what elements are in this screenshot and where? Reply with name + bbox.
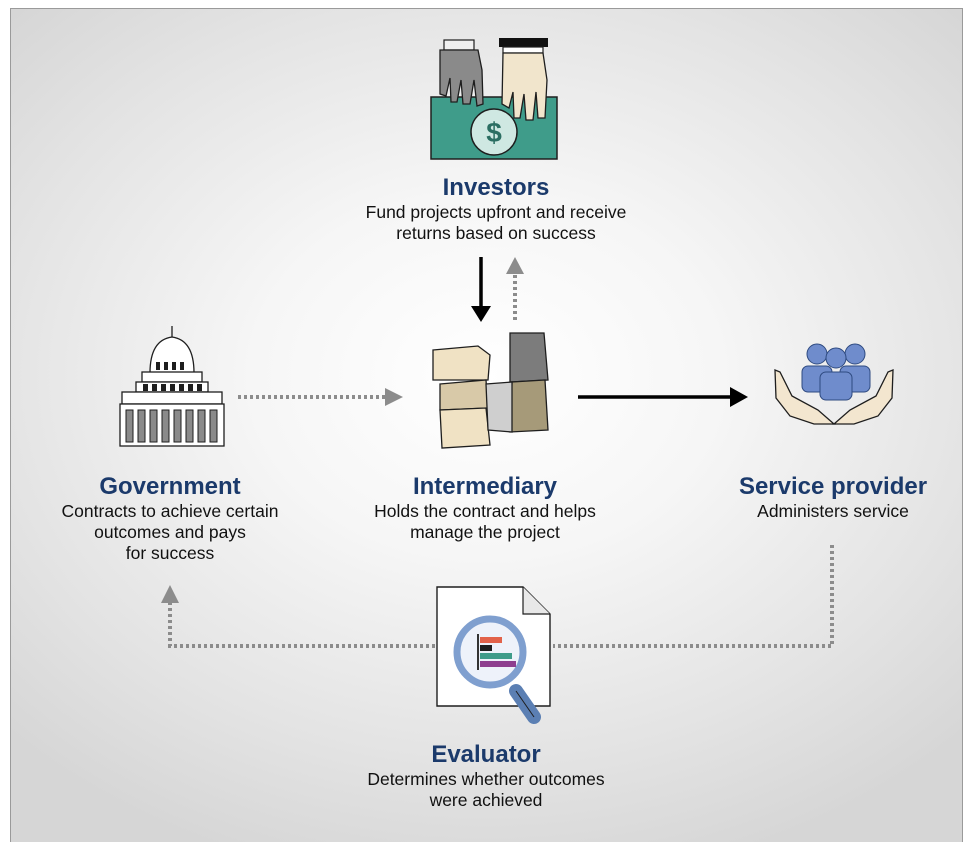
money-handoff-icon: $ [430, 38, 558, 160]
government-title: Government [99, 473, 241, 500]
investors-description: Fund projects upfront and receive return… [365, 202, 627, 243]
intermediary-description: Holds the contract and helps manage the … [374, 501, 596, 542]
arrow-intermediary-to-service-provider [578, 387, 748, 407]
service-provider-node: Service provider Administers service [705, 473, 961, 522]
intermediary-node: Intermediary Holds the contract and help… [335, 473, 635, 543]
government-node: Government Contracts to achieve certain … [20, 473, 320, 564]
joined-hands-icon [432, 332, 549, 449]
report-magnifier-icon [436, 586, 551, 724]
capitol-building-icon [119, 326, 225, 447]
arrow-government-to-intermediary [238, 388, 403, 406]
arrow-service-provider-to-government [161, 545, 834, 648]
investors-title: Investors [442, 174, 550, 201]
evaluator-description: Determines whether outcomes were achieve… [367, 769, 605, 810]
arrow-investors-to-intermediary [471, 257, 491, 322]
government-description: Contracts to achieve certain outcomes an… [61, 501, 279, 563]
service-provider-description: Administers service [757, 501, 909, 521]
arrow-intermediary-to-investors [506, 257, 524, 320]
people-in-hands-icon [774, 343, 894, 425]
evaluator-node: Evaluator Determines whether outcomes we… [336, 741, 636, 811]
service-provider-title: Service provider [738, 473, 928, 500]
svg-text:$: $ [486, 117, 502, 148]
investors-node: Investors Fund projects upfront and rece… [296, 174, 696, 244]
intermediary-title: Intermediary [412, 473, 558, 500]
evaluator-title: Evaluator [431, 741, 541, 768]
